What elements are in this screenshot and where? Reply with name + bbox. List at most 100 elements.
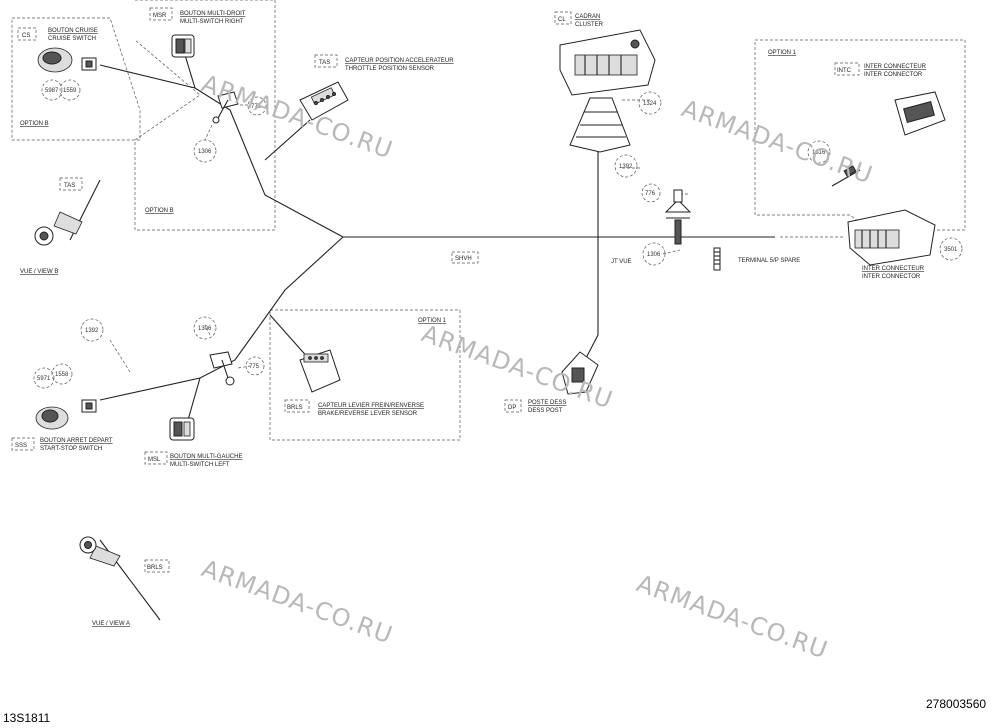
- brake-sensor-en: BRAKE/REVERSE LEVER SENSOR: [318, 411, 418, 417]
- tag-intc: INTC: [834, 62, 860, 76]
- option-1-right-label: OPTION 1: [768, 50, 797, 56]
- watermark-2: ARMADA-CO.RU: [678, 94, 877, 189]
- svg-text:5987: 5987: [45, 88, 59, 94]
- svg-text:1558: 1558: [55, 372, 69, 378]
- tag-msr: MSR: [149, 7, 173, 21]
- spare-spring-note: TERMINAL 5/P SPARE: [738, 258, 800, 264]
- ref-bubble-1306-top: 1306: [193, 139, 217, 163]
- svg-text:TAS: TAS: [64, 183, 75, 189]
- multi-switch-right-component: [171, 34, 195, 58]
- svg-text:1306: 1306: [198, 149, 212, 155]
- wire-to-brake: [269, 314, 311, 361]
- multi-switch-left-en: MULTI-SWITCH LEFT: [170, 462, 230, 468]
- wire-clip-top: [212, 91, 239, 124]
- multi-switch-left-fr: BOUTON MULTI-GAUCHE: [170, 454, 242, 460]
- svg-text:CL: CL: [558, 17, 566, 23]
- ref-bubble-cruise-ref2: 1559: [59, 79, 81, 101]
- svg-text:5971: 5971: [37, 376, 51, 382]
- tag-cs: CS: [17, 27, 37, 41]
- svg-text:3501: 3501: [944, 247, 958, 253]
- svg-text:776: 776: [645, 191, 656, 197]
- cluster-fr: CADRAN: [575, 14, 600, 20]
- watermark-5: ARMADA-CO.RU: [633, 569, 832, 664]
- watermark-1: ARMADA-CO.RU: [198, 69, 397, 164]
- view-a-clip: [79, 536, 161, 621]
- option-b-top-box: [11, 17, 141, 141]
- tag-brls: BRLS: [284, 399, 310, 413]
- dess-post-fr: POSTE DESS: [528, 400, 566, 406]
- view-b-label: VUE / VIEW B: [20, 269, 58, 275]
- wire-to-multi-right: [184, 54, 196, 89]
- option-b-mid-box: [134, 0, 276, 231]
- svg-text:BRLS: BRLS: [147, 565, 163, 571]
- tag-view-a: BRLS: [144, 559, 170, 573]
- watermark-4: ARMADA-CO.RU: [198, 554, 397, 649]
- terminal-1316: [831, 165, 861, 187]
- ref-bubble-1316: 1316: [807, 140, 831, 164]
- wire-to-multi-left: [187, 377, 201, 421]
- tag-tas: TAS: [314, 54, 338, 68]
- svg-text:775: 775: [249, 364, 260, 370]
- cruise-switch-en: CRUISE SWITCH: [48, 36, 96, 42]
- brake-sensor-fr: CAPTEUR LEVIER FREIN/RENVERSE: [318, 403, 424, 409]
- start-stop-fr: BOUTON ARRET DEPART: [40, 438, 113, 444]
- inter-connector-component: [847, 209, 936, 266]
- svg-text:1559: 1559: [63, 88, 77, 94]
- svg-text:TAS: TAS: [319, 60, 330, 66]
- svg-text:INTC: INTC: [837, 68, 852, 74]
- throttle-sensor-en: THROTTLE POSITION SENSOR: [345, 66, 435, 72]
- ref-bubble-1392-right: 1392: [614, 154, 638, 178]
- start-stop-en: START-STOP SWITCH: [40, 446, 102, 452]
- multi-switch-right-fr: BOUTON MULTI-DROIT: [180, 11, 246, 17]
- spare-spring: [713, 247, 721, 271]
- cluster-en: CLUSTER: [575, 22, 604, 28]
- ref-bubble-cruise-ref1: 5987: [41, 79, 63, 101]
- drawing-code: 13S1811: [3, 711, 50, 725]
- leader-5: [109, 339, 131, 373]
- part-number: 278003560: [926, 697, 986, 711]
- ref-bubble-776: 776: [641, 183, 661, 203]
- throttle-sensor-fr: CAPTEUR POSITION ACCELERATEUR: [345, 58, 454, 64]
- dess-post-en: DESS POST: [528, 408, 563, 414]
- leader-9: [662, 249, 681, 255]
- tag-cl: CL: [554, 11, 572, 25]
- tag-jt-vue: JT VUE: [611, 259, 632, 265]
- tag-msl: MSL: [144, 451, 168, 465]
- leader-1: [204, 124, 213, 141]
- svg-text:DP: DP: [508, 405, 516, 411]
- ref-bubble-1306-right: 1306: [642, 242, 666, 266]
- main-trunk-lower: [99, 236, 344, 401]
- multi-switch-right-en: MULTI-SWITCH RIGHT: [180, 19, 244, 25]
- svg-text:1306: 1306: [647, 252, 661, 258]
- ref-bubble-start-ref2: 1558: [51, 363, 73, 385]
- svg-text:1306: 1306: [198, 326, 212, 332]
- tag-view-b: TAS: [59, 177, 83, 191]
- svg-text:SSS: SSS: [15, 443, 27, 449]
- brake-sensor-component: [299, 349, 341, 393]
- svg-text:MSL: MSL: [148, 457, 161, 463]
- wire-to-throttle: [264, 119, 311, 161]
- fastener-776: [664, 189, 692, 245]
- ref-bubble-775-top: 775: [247, 96, 267, 116]
- view-a-label: VUE / VIEW A: [92, 621, 130, 627]
- inter-connector-top-fr: INTER CONNECTEUR: [864, 64, 927, 70]
- inter-connector-top-en: INTER CONNECTOR: [864, 72, 923, 78]
- grommet-component: [569, 97, 631, 153]
- svg-text:MSR: MSR: [153, 13, 167, 19]
- throttle-sensor-component: [299, 81, 349, 121]
- svg-text:1316: 1316: [812, 150, 826, 156]
- leader-3: [204, 324, 211, 336]
- svg-text:1392: 1392: [85, 328, 99, 334]
- ref-bubble-1392-left: 1392: [80, 318, 104, 342]
- leader-4: [237, 365, 251, 369]
- cruise-switch-component: [37, 47, 97, 73]
- wire-clip-bottom: [209, 351, 235, 386]
- wire-cluster-to-dess: [584, 150, 599, 361]
- ref-bubble-1306-bottom: 1306: [193, 316, 217, 340]
- dess-post-component: [561, 351, 599, 395]
- option-1-mid-box: [269, 309, 461, 441]
- multi-switch-left-component: [169, 417, 195, 441]
- svg-text:1392: 1392: [619, 164, 633, 170]
